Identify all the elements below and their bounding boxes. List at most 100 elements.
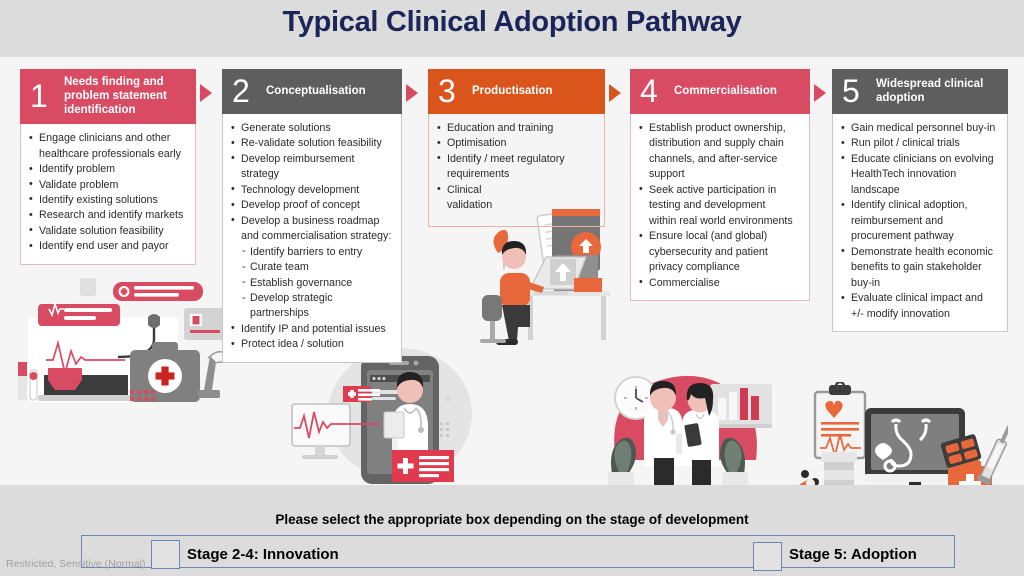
list-item: Validate problem <box>29 177 188 193</box>
list-item: Establish product ownership, <box>639 121 802 136</box>
stage-title-2: Conceptualisation <box>266 84 366 97</box>
stage-number-3: 3 <box>438 73 456 109</box>
list-item: Validate solution feasibility <box>29 223 188 239</box>
stage-title-1: Needs finding and problem statement iden… <box>64 76 167 117</box>
stage-item-list-2: Generate solutions Re-validate solution … <box>231 121 394 352</box>
selection-prompt: Please select the appropriate box depend… <box>275 512 749 527</box>
stage-header-4: 4 Commercialisation <box>630 69 810 114</box>
list-item: Identify clinical adoption, <box>841 198 1000 213</box>
stage-header-2: 2 Conceptualisation <box>222 69 402 114</box>
list-item: validation <box>447 199 493 212</box>
list-item: distribution and supply chain <box>649 137 784 150</box>
list-item: reimbursement and <box>851 214 944 227</box>
page-title: Typical Clinical Adoption Pathway <box>282 6 742 38</box>
illustration-person-at-desk-icon <box>480 209 610 345</box>
checkbox-stage-5-adoption[interactable] <box>753 542 782 571</box>
stage-header-3: 3 Productisation <box>428 69 605 114</box>
list-item: Ensure local (and global) <box>639 229 802 244</box>
list-item: HealthTech innovation <box>851 168 957 181</box>
stage-card-3[interactable]: 3 Productisation Education and training … <box>428 69 605 227</box>
list-item: and commercialisation strategy: <box>241 230 392 243</box>
list-item: Identify / meet regulatory <box>437 151 597 167</box>
stage-item-list-3: Education and training Optimisation Iden… <box>437 121 597 213</box>
stage-body-5: Gain medical personnel buy-in Run pilot … <box>832 114 1008 333</box>
stage-header-1: 1 Needs finding and problem statement id… <box>20 69 196 125</box>
list-item: Clinical <box>437 182 597 198</box>
list-item: channels, and after-service <box>649 152 778 165</box>
list-item: Research and identify markets <box>29 208 188 223</box>
list-item: Protect idea / solution <box>231 337 394 352</box>
stage-body-4: Establish product ownership, distributio… <box>630 114 810 302</box>
stage-item-list-5: Gain medical personnel buy-in Run pilot … <box>841 121 1000 322</box>
illustration-two-clinicians-icon <box>608 375 772 485</box>
classification-watermark: Restricted, Sensitive (Normal) <box>6 558 146 570</box>
list-item: Educate clinicians on evolving <box>841 151 1000 167</box>
list-item: Curate team <box>231 260 394 275</box>
list-item: Develop strategic partnerships <box>231 291 394 321</box>
stage-header-5: 5 Widespread clinical adoption <box>832 69 1008 114</box>
list-item: Identify IP and potential issues <box>231 321 394 337</box>
list-item: Technology development <box>231 182 394 198</box>
stage-body-3: Education and training Optimisation Iden… <box>428 114 605 227</box>
stage-card-5[interactable]: 5 Widespread clinical adoption Gain medi… <box>832 69 1008 333</box>
list-item: Re-validate solution feasibility <box>231 136 394 151</box>
list-item: landscape <box>851 183 900 196</box>
list-item: Engage clinicians and other <box>29 131 188 146</box>
stage-item-list-4: Establish product ownership, distributio… <box>639 121 802 291</box>
stage-card-1[interactable]: 1 Needs finding and problem statement id… <box>20 69 196 265</box>
list-item: +/- modify innovation <box>851 307 950 320</box>
list-item: privacy compliance <box>649 261 740 274</box>
list-item: Gain medical personnel buy-in <box>841 121 1000 136</box>
stage-card-2[interactable]: 2 Conceptualisation Generate solutions R… <box>222 69 402 363</box>
list-item: support <box>649 168 685 181</box>
selection-bar <box>81 535 955 568</box>
label-stage-2-4-innovation: Stage 2-4: Innovation <box>187 546 339 563</box>
stage-title-4: Commercialisation <box>674 84 777 97</box>
list-item: Generate solutions <box>231 121 394 136</box>
list-item: strategy <box>241 168 280 181</box>
list-item: Establish governance <box>231 275 394 291</box>
arrow-3-to-4-icon <box>609 84 621 102</box>
illustration-medical-devices-icon <box>18 278 223 402</box>
list-item: Seek active participation in <box>639 182 802 198</box>
list-item: requirements <box>447 168 510 181</box>
illustration-monitor-stethoscope-icon <box>798 382 1008 485</box>
arrow-2-to-3-icon <box>406 84 418 102</box>
list-item: Identify existing solutions <box>29 192 188 208</box>
list-item: testing and development <box>649 199 766 212</box>
stage-number-5: 5 <box>842 73 860 109</box>
pathway-diagram: 1 Needs finding and problem statement id… <box>0 57 1024 485</box>
list-item: Develop a business roadmap <box>231 213 394 229</box>
list-item: Run pilot / clinical trials <box>841 136 1000 151</box>
list-item: Demonstrate health economic <box>841 244 1000 260</box>
list-item: cybersecurity and patient <box>649 245 768 258</box>
list-item: Develop proof of concept <box>231 198 394 213</box>
list-item: Education and training <box>437 121 597 136</box>
stage-title-5: Widespread clinical adoption <box>876 77 984 104</box>
arrow-4-to-5-icon <box>814 84 826 102</box>
label-stage-5-adoption: Stage 5: Adoption <box>789 546 917 563</box>
list-item: Identify problem <box>29 162 188 177</box>
list-item: within real world environments <box>649 214 793 227</box>
list-item: procurement pathway <box>851 230 954 243</box>
list-item: Identify end user and payor <box>29 239 188 254</box>
list-item: Identify barriers to entry <box>231 244 394 260</box>
arrow-1-to-2-icon <box>200 84 212 102</box>
checkbox-stage-2-4-innovation[interactable] <box>151 540 180 569</box>
stage-body-2: Generate solutions Re-validate solution … <box>222 114 402 363</box>
list-item: Develop reimbursement <box>231 151 394 167</box>
list-item: healthcare professionals early <box>39 147 181 160</box>
stage-item-list-1: Engage clinicians and other healthcare p… <box>29 131 188 254</box>
stage-number-2: 2 <box>232 73 250 109</box>
list-item: Evaluate clinical impact and <box>841 291 1000 306</box>
list-item: Commercialise <box>639 275 802 291</box>
stage-number-4: 4 <box>640 73 658 109</box>
stage-card-4[interactable]: 4 Commercialisation Establish product ow… <box>630 69 810 302</box>
stage-body-1: Engage clinicians and other healthcare p… <box>20 124 196 265</box>
list-item: Optimisation <box>437 136 597 151</box>
illustration-telemedicine-icon <box>291 348 472 484</box>
list-item: benefits to gain stakeholder <box>851 261 982 274</box>
list-item: buy-in <box>851 276 881 289</box>
stage-number-1: 1 <box>30 78 48 115</box>
stage-title-3: Productisation <box>472 84 553 97</box>
